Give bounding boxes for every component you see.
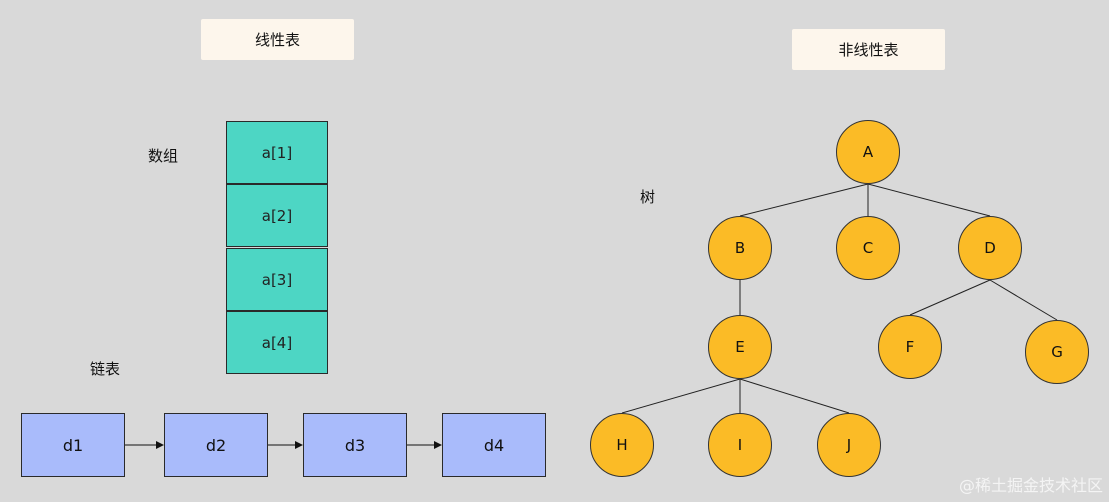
tree-node-c: C — [836, 216, 900, 280]
tree-edge-a-d — [867, 183, 991, 217]
tree-node-a: A — [836, 120, 900, 184]
tree-edge-d-f — [909, 279, 991, 316]
array-cell: a[2] — [226, 184, 328, 247]
list-node: d2 — [164, 413, 268, 477]
array-cell: a[1] — [226, 121, 328, 184]
tree-edge-e-h — [621, 378, 741, 414]
linear-list-title: 线性表 — [201, 19, 354, 60]
tree-node-d: D — [958, 216, 1022, 280]
array-label: 数组 — [148, 147, 179, 165]
nonlinear-list-title: 非线性表 — [792, 29, 945, 70]
tree-node-h: H — [590, 413, 654, 477]
tree-edge-e-j — [739, 378, 850, 414]
tree-edge-a-b — [739, 183, 869, 217]
tree-edge-d-g — [989, 279, 1058, 321]
array-cell: a[4] — [226, 311, 328, 374]
array-cell: a[3] — [226, 248, 328, 311]
watermark: @稀土掘金技术社区 — [958, 476, 1103, 495]
list-node: d1 — [21, 413, 125, 477]
list-node: d3 — [303, 413, 407, 477]
tree-node-j: J — [817, 413, 881, 477]
tree-node-i: I — [708, 413, 772, 477]
tree-label: 树 — [640, 188, 656, 206]
tree-node-e: E — [708, 315, 772, 379]
tree-node-g: G — [1025, 320, 1089, 384]
list-node: d4 — [442, 413, 546, 477]
tree-node-b: B — [708, 216, 772, 280]
linked-list-label: 链表 — [90, 360, 121, 378]
tree-node-f: F — [878, 315, 942, 379]
